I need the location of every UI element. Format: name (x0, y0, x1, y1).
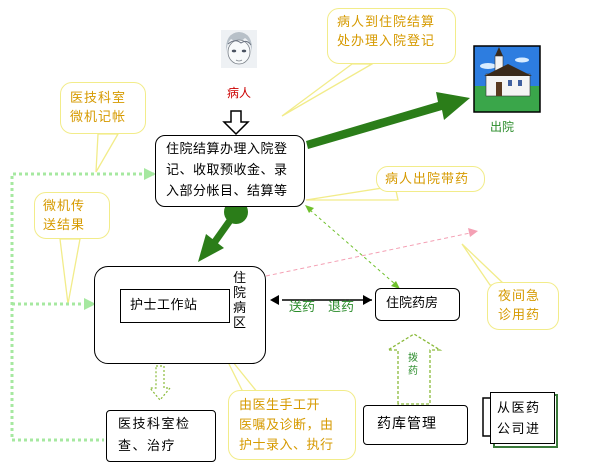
admission-box (155, 135, 305, 207)
billing-note: 医技科室 微机记帐 (60, 82, 146, 134)
supplier-shadow (493, 394, 558, 448)
discharge-drugs-note-tail (305, 185, 399, 201)
warehouse-text: 药库管理 (377, 416, 437, 432)
admission-text: 住院结算办理入院登 记、收取预收金、录 入部分帐目、结算等 (166, 142, 288, 199)
church-icon (473, 45, 541, 113)
send-arrowhead (363, 295, 372, 305)
pharmacy-text: 住院药房 (386, 296, 439, 311)
results-note-tail (59, 238, 81, 305)
return-drug-label: 退药 (328, 300, 355, 315)
results-arrowhead (84, 298, 96, 310)
warehouse-box (363, 405, 468, 445)
return-arrowhead (270, 295, 279, 305)
billing-note-tail (95, 133, 120, 173)
dispatch-label: 拨 药 (408, 353, 418, 377)
doctor-note: 由医生手工开 医嘱及诊断，由 护士录入、执行 (228, 390, 356, 460)
billing-arrowhead (144, 168, 156, 180)
discharge-drugs-line (309, 209, 396, 285)
pharmacy-box (375, 288, 460, 321)
discharge-drugs-note: 病人出院带药 (376, 166, 485, 192)
ward-label: 住 院 病 区 (233, 271, 247, 331)
supplier-text: 从医药 公司进 (497, 401, 541, 437)
send-drug-label: 送药 (289, 300, 316, 315)
exam-text: 医技科室检 查、治疗 (118, 417, 191, 454)
discharge-drugs-arrowhead-bottom (391, 281, 400, 289)
patient-label: 病人 (227, 86, 252, 100)
exam-box (106, 410, 216, 462)
nurse-station-box (120, 289, 230, 323)
admission-note: 病人到住院结算 处办理入院登记 (327, 8, 456, 64)
patient-arrow (222, 110, 250, 136)
ward-to-exam-arrow (148, 365, 172, 401)
nurse-station-text: 护士工作站 (130, 298, 198, 313)
night-note: 夜间急 诊用药 (487, 282, 559, 330)
supplier-bracket (482, 397, 490, 437)
admission-note-tail (281, 63, 375, 117)
discharge-drugs-arrowhead-top (305, 205, 314, 213)
discharge-label: 出院 (490, 120, 515, 134)
admission-to-ward-arrowhead (198, 234, 224, 262)
supplier-box (490, 392, 555, 444)
discharge-arrow (306, 92, 470, 149)
patient-face-icon (221, 30, 257, 68)
results-note: 微机传 送结果 (34, 192, 110, 239)
night-use-arrowhead (468, 228, 478, 237)
night-note-tail (461, 243, 507, 286)
night-use-line (265, 232, 471, 277)
dispatch-arrow (385, 333, 443, 405)
